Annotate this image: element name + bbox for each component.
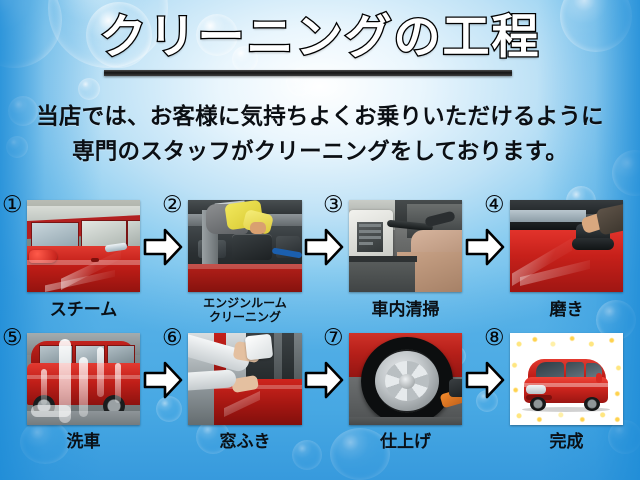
step-8-photo bbox=[510, 333, 623, 425]
step-4-number: ④ bbox=[484, 192, 505, 218]
step-1-caption: スチーム bbox=[27, 300, 140, 319]
step-8-caption: 完成 bbox=[510, 432, 623, 451]
step-3-caption: 車内清掃 bbox=[349, 300, 462, 319]
step-5-number: ⑤ bbox=[2, 325, 23, 351]
step-8-number: ⑧ bbox=[484, 325, 505, 351]
title-underline-bar bbox=[104, 70, 512, 76]
step-5-caption-line: 洗車 bbox=[66, 432, 101, 451]
arrow-3-to-4 bbox=[465, 228, 505, 266]
bubble-decoration bbox=[156, 396, 182, 422]
step-1-caption-line: スチーム bbox=[49, 300, 118, 319]
step-1-photo bbox=[27, 200, 140, 292]
intro-line-1: 当店では、お客様に気持ちよくお乗りいただけるように bbox=[36, 104, 604, 129]
arrow-2-to-3 bbox=[304, 228, 344, 266]
step-4-caption-line: 磨き bbox=[549, 300, 584, 319]
step-2-photo bbox=[188, 200, 302, 292]
step-4-photo bbox=[510, 200, 623, 292]
step-1-number: ① bbox=[2, 192, 23, 218]
step-2-caption-line: クリーニング bbox=[208, 310, 281, 324]
arrow-6-to-7 bbox=[304, 361, 344, 399]
arrow-7-to-8 bbox=[465, 361, 505, 399]
step-3-number: ③ bbox=[323, 192, 344, 218]
step-3-photo bbox=[349, 200, 462, 292]
step-6-photo bbox=[188, 333, 302, 425]
step-7-caption-line: 仕上げ bbox=[380, 432, 431, 451]
intro-line-2: 専門のスタッフがクリーニングをしております。 bbox=[72, 139, 568, 164]
step-5-caption: 洗車 bbox=[27, 432, 140, 451]
page-title: クリーニングの工程 bbox=[98, 9, 541, 65]
step-2-caption: エンジンルーム クリーニング bbox=[178, 296, 312, 324]
step-3-caption-line: 車内清掃 bbox=[371, 300, 440, 319]
step-7-number: ⑦ bbox=[323, 325, 344, 351]
bubble-decoration bbox=[78, 78, 100, 100]
step-7-caption: 仕上げ bbox=[349, 432, 462, 451]
step-2-caption-line: エンジンルーム bbox=[203, 296, 287, 310]
step-2-number: ② bbox=[162, 192, 183, 218]
arrow-5-to-6 bbox=[143, 361, 183, 399]
step-5-photo bbox=[27, 333, 140, 425]
step-6-caption: 窓ふき bbox=[188, 432, 302, 451]
step-7-photo bbox=[349, 333, 462, 425]
step-8-caption-line: 完成 bbox=[549, 432, 584, 451]
intro-paragraph: 当店では、お客様に気持ちよくお乗りいただけるように 専門のスタッフがクリーニング… bbox=[0, 100, 640, 168]
step-6-caption-line: 窓ふき bbox=[219, 432, 271, 451]
step-6-number: ⑥ bbox=[162, 325, 183, 351]
arrow-1-to-2 bbox=[143, 228, 183, 266]
step-4-caption: 磨き bbox=[510, 300, 623, 319]
